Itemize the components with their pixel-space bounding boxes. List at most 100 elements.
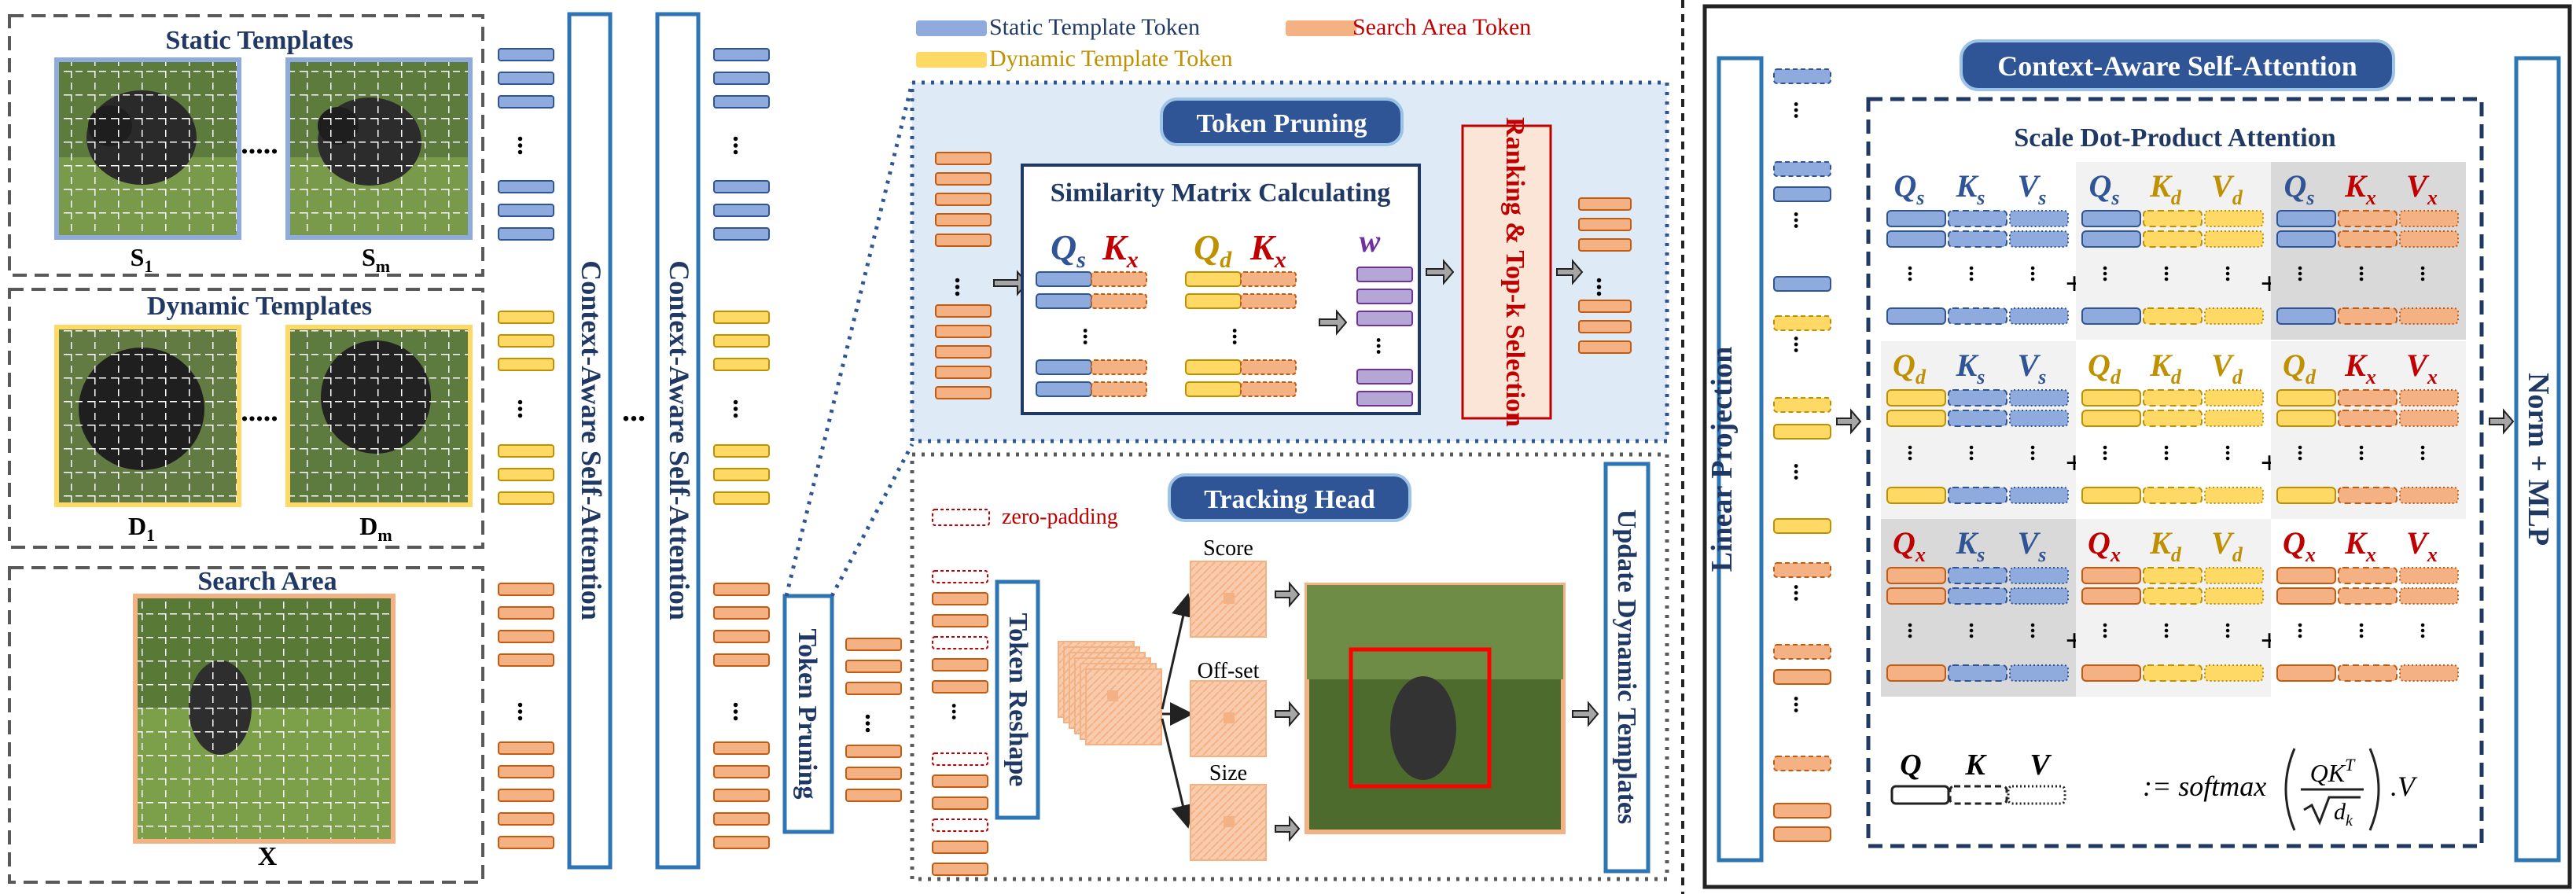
search-area-frame	[8, 566, 484, 884]
token	[2143, 587, 2202, 605]
ellipsis: ...	[2416, 445, 2440, 462]
static-template-image-1	[54, 57, 241, 240]
token	[932, 680, 988, 693]
ellipsis: ...	[2159, 445, 2184, 462]
token	[713, 358, 770, 371]
token	[1773, 186, 1831, 202]
ellipsis: ...	[2221, 266, 2245, 282]
feature-map-layer	[1085, 668, 1162, 745]
tracking-head-panel: Tracking Head zero-padding ... Token Res…	[910, 452, 1669, 881]
token	[1948, 410, 2007, 427]
kx-label: Kx	[1102, 227, 1139, 273]
ellipsis: ...	[2098, 623, 2122, 639]
ellipsis: ...	[1903, 266, 1927, 282]
token	[1886, 587, 1946, 605]
token	[713, 180, 770, 193]
qkv-label: Ks	[1956, 168, 1985, 209]
feature-map-center	[1107, 690, 1118, 701]
legend-static-swatch	[916, 20, 987, 36]
token	[2399, 389, 2459, 407]
token	[1091, 293, 1147, 309]
token	[932, 797, 988, 810]
dynamic-label-m: Dm	[359, 512, 392, 545]
ellipsis: ...	[1078, 328, 1104, 346]
token	[935, 366, 992, 379]
arrow-to-norm	[2489, 408, 2515, 435]
token	[932, 863, 988, 876]
qkv-label: Vs	[2018, 348, 2047, 388]
token	[932, 819, 988, 832]
qkv-label: Kx	[2344, 348, 2376, 388]
ellipsis: ...	[1789, 584, 1815, 602]
token	[2276, 567, 2336, 584]
token	[498, 48, 554, 61]
casa-block-2-label: Context-Aware Self-Attention	[664, 260, 695, 620]
token	[2009, 230, 2069, 248]
sdpa-title: Scale Dot-Product Attention	[2014, 123, 2335, 153]
ranking-box	[1461, 124, 1552, 420]
ellipsis: ...	[1964, 445, 1989, 462]
formula-sqrt	[2303, 796, 2361, 826]
qkv-label: Ks	[1956, 348, 1985, 388]
token	[932, 614, 988, 627]
token	[2204, 410, 2264, 427]
offset-label: Off-set	[1198, 659, 1260, 683]
token	[2143, 410, 2202, 427]
token	[1886, 230, 1946, 248]
token	[713, 741, 770, 755]
token	[2081, 410, 2141, 427]
token	[2338, 567, 2398, 584]
token	[2081, 307, 2141, 325]
head-map-peak	[1224, 816, 1235, 827]
token	[845, 638, 902, 651]
token	[2204, 210, 2264, 227]
token	[498, 204, 554, 217]
token	[845, 660, 902, 673]
static-template-image-m	[285, 57, 473, 240]
update-templates-box	[1603, 462, 1650, 874]
tracking-head-badge-label: Tracking Head	[1204, 485, 1375, 514]
casa-detail-badge	[1960, 39, 2395, 91]
token	[1356, 311, 1413, 326]
arrow-to-w	[1319, 309, 1348, 336]
token	[1185, 359, 1242, 375]
ellipsis: ...	[1789, 212, 1815, 230]
qkv-label: Kd	[2149, 168, 2182, 209]
token	[1036, 271, 1092, 287]
token	[1773, 669, 1831, 685]
token	[713, 836, 770, 849]
qkv-label: Kd	[2149, 525, 2182, 566]
ellipsis: ...	[1591, 277, 1620, 297]
token	[2276, 210, 2336, 227]
static-templates-frame	[8, 14, 484, 277]
token	[1356, 289, 1413, 304]
token	[1948, 230, 2007, 248]
search-area-title: Search Area	[197, 567, 337, 596]
token	[935, 213, 992, 226]
token	[1240, 293, 1297, 309]
ellipsis: ...	[1903, 445, 1927, 462]
token	[1578, 300, 1632, 313]
zoom-line-top	[784, 82, 914, 597]
ellipsis: ...	[727, 135, 756, 156]
zoom-line-bottom	[830, 443, 914, 598]
token	[713, 72, 770, 85]
qd-label: Qd	[1194, 227, 1232, 273]
formula-paren-left	[2284, 748, 2296, 831]
token-pruning-panel: Token Pruning ... Similarity Matrix Calc…	[910, 80, 1669, 443]
token	[2276, 587, 2336, 605]
token	[2009, 307, 2069, 325]
qkv-label: Qs	[2088, 168, 2119, 209]
token	[1091, 381, 1147, 397]
token	[2276, 230, 2336, 248]
ellipsis: ...	[512, 399, 541, 419]
ellipsis: ...	[2354, 445, 2379, 462]
token	[2143, 307, 2202, 325]
token	[2276, 487, 2336, 504]
pruned-token-column: ...	[845, 638, 902, 802]
qkv-label: Ks	[1956, 525, 1985, 566]
legend-search-label: Search Area Token	[1352, 14, 1531, 40]
w-label: w	[1360, 223, 1381, 259]
token	[2009, 587, 2069, 605]
token	[713, 630, 770, 643]
